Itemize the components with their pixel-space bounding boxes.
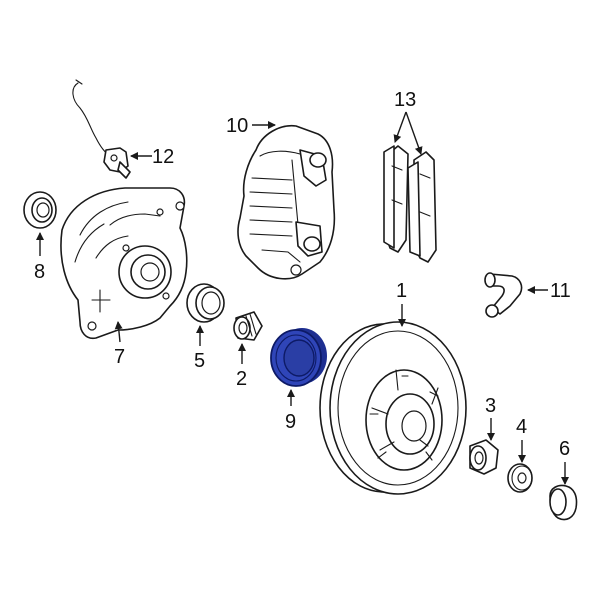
part-8-seal[interactable]: [23, 191, 57, 229]
leader-lines: [36, 111, 569, 485]
callout-1: 1: [396, 280, 407, 302]
part-7-splash-shield[interactable]: [60, 187, 188, 340]
callout-4: 4: [516, 416, 527, 438]
callout-2: 2: [236, 368, 247, 390]
callout-12: 12: [152, 146, 174, 168]
part-10-caliper[interactable]: [237, 125, 336, 280]
callout-7: 7: [114, 346, 125, 368]
callout-11: 11: [550, 280, 571, 302]
callout-3: 3: [485, 395, 496, 417]
part-9-grease-seal[interactable]: [270, 328, 327, 387]
callout-13: 13: [394, 89, 416, 111]
callout-5: 5: [194, 350, 205, 372]
callout-labels: 12 8 10 13 11 1 7 5 2 9 3 4 6: [34, 89, 571, 460]
part-1-rotor[interactable]: [319, 321, 467, 495]
callout-9: 9: [285, 411, 296, 433]
part-5-bearing-race[interactable]: [186, 283, 225, 323]
callout-10: 10: [226, 115, 248, 137]
part-3-bearing-cone[interactable]: [469, 439, 499, 475]
part-6-dust-cap[interactable]: [549, 484, 578, 521]
part-12-abs-sensor[interactable]: [72, 79, 131, 179]
callout-6: 6: [559, 438, 570, 460]
part-4-washer[interactable]: [507, 463, 533, 493]
callout-8: 8: [34, 261, 45, 283]
part-13-brake-pads[interactable]: [383, 145, 437, 263]
part-2-bearing[interactable]: [233, 311, 263, 341]
part-11-brake-hose[interactable]: [484, 272, 523, 318]
